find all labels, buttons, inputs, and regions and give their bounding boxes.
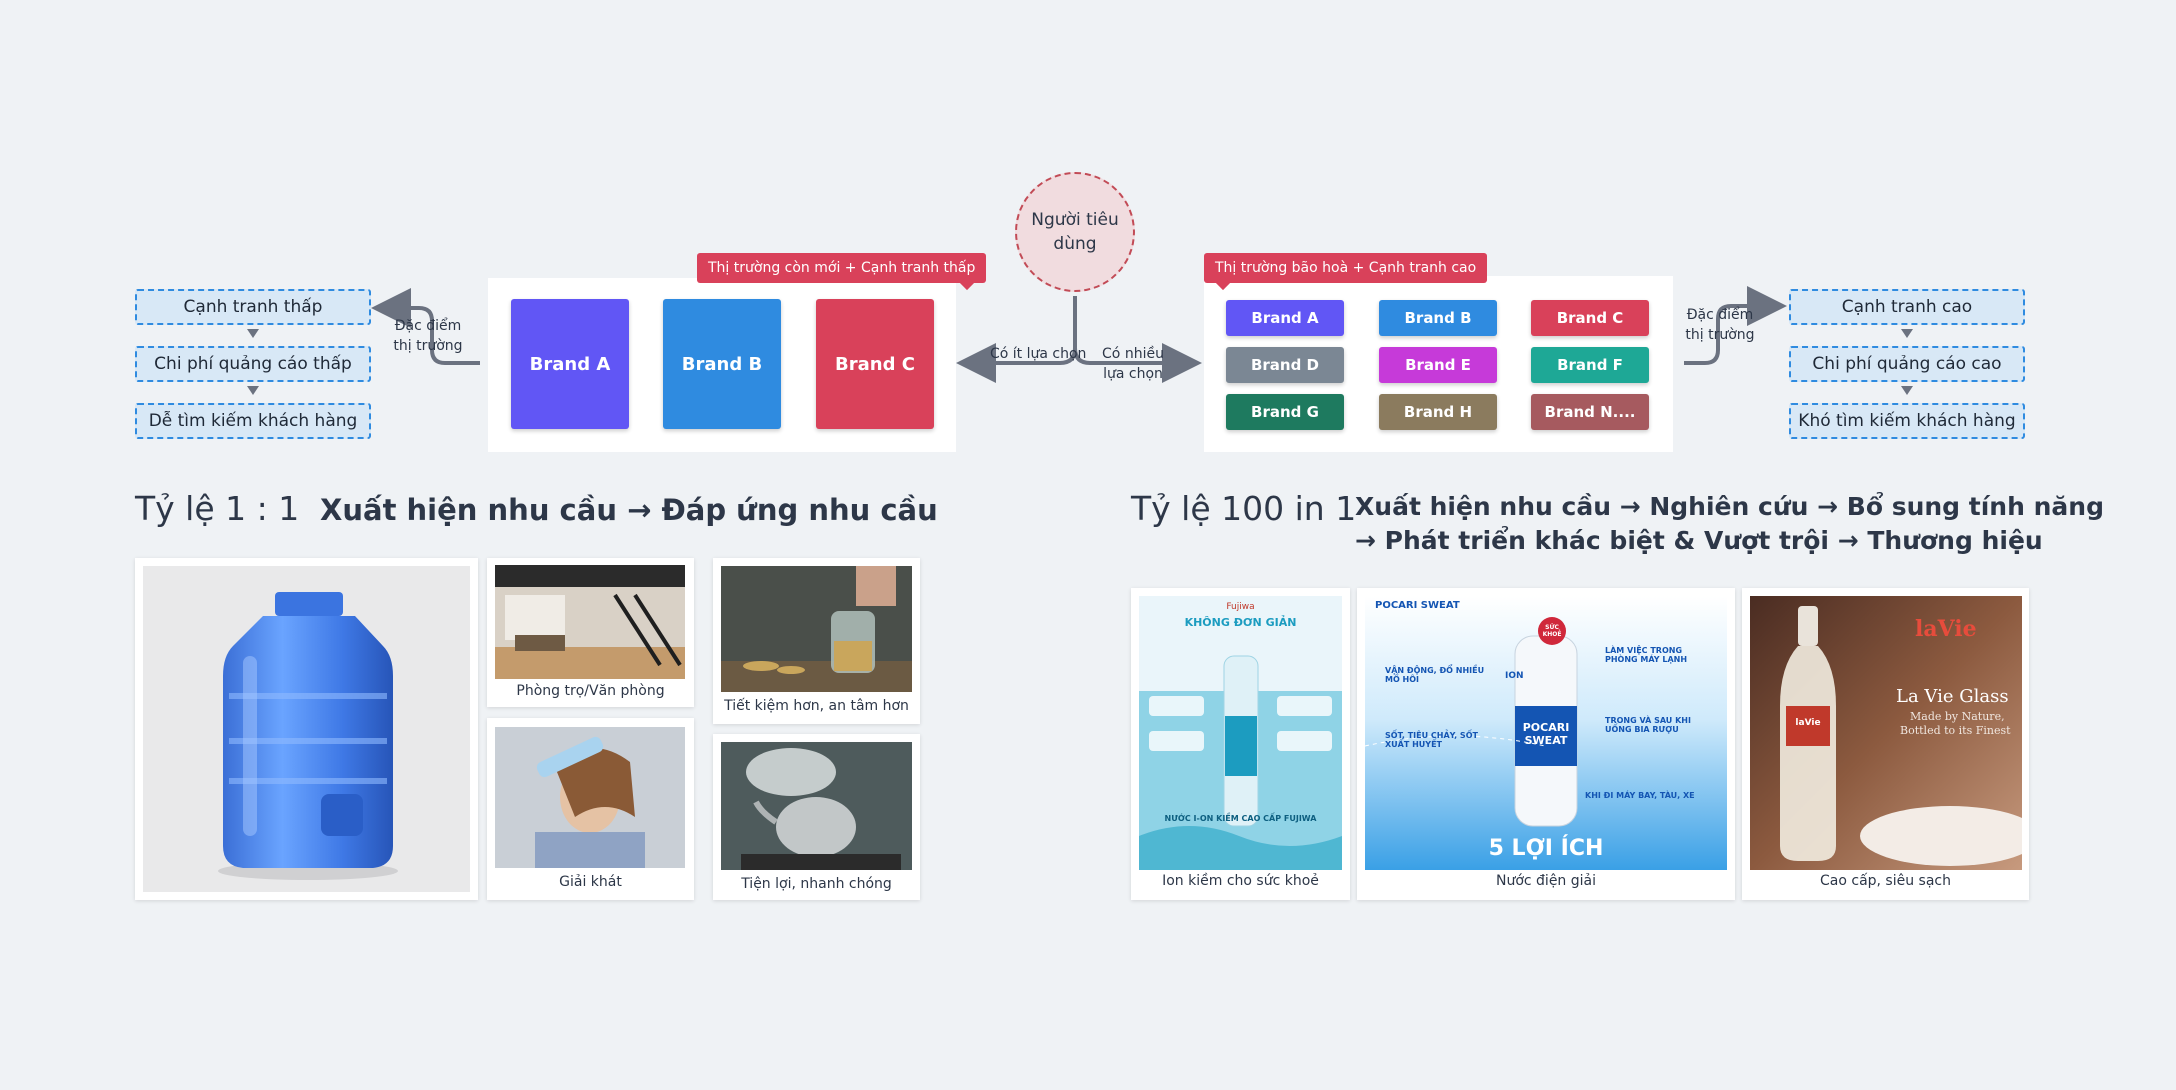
room-image xyxy=(495,565,685,679)
lavie-caption: Cao cấp, siêu sạch xyxy=(1820,873,1951,889)
right-trait-box: Chi phí quảng cáo cao xyxy=(1789,346,2025,382)
down-arrow-icon xyxy=(1901,386,1913,395)
pocari-card: POCARI SWEAT ION SỨC KHOẺ POCARI SWEAT V… xyxy=(1357,588,1735,900)
kettle-image xyxy=(721,742,912,870)
drink-image xyxy=(495,727,685,868)
right-brand-tile: Brand N.... xyxy=(1531,394,1649,430)
left-brand-tile: Brand A xyxy=(511,299,629,429)
right-brand-tile: Brand H xyxy=(1379,394,1497,430)
fujiwa-brand-text: Fujiwa xyxy=(1226,602,1255,612)
right-brand-tile: Brand D xyxy=(1226,347,1344,383)
pocari-benefit: VẬN ĐỘNG, ĐỔ NHIỀU MỒ HÔI xyxy=(1385,666,1485,684)
pocari-ion-badge: ION xyxy=(1505,671,1524,681)
water-jug-image xyxy=(143,566,470,892)
many-choices-label: Có nhiều lựa chọn xyxy=(1102,346,1164,382)
left-trait-box: Dễ tìm kiếm khách hàng xyxy=(135,403,371,439)
pocari-bottle-label: POCARI SWEAT xyxy=(1522,721,1570,747)
left-brand-tile: Brand C xyxy=(816,299,934,429)
consumer-circle: Người tiêu dùng xyxy=(1015,172,1135,292)
pocari-footer: 5 LỢI ÍCH xyxy=(1488,836,1604,861)
left-trait-box: Chi phí quảng cáo thấp xyxy=(135,346,371,382)
pocari-benefit: TRONG VÀ SAU KHI UỐNG BIA RƯỢU xyxy=(1605,716,1691,734)
fujiwa-footer: NƯỚC I-ON KIỀM CAO CẤP FUJIWA xyxy=(1164,814,1317,823)
saving-caption: Tiết kiệm hơn, an tâm hơn xyxy=(724,698,909,714)
lavie-tagline-1: Made by Nature, xyxy=(1910,710,2005,723)
pocari-caption: Nước điện giải xyxy=(1495,873,1597,889)
lavie-title: La Vie Glass xyxy=(1896,686,2009,707)
right-brand-tile: Brand E xyxy=(1379,347,1497,383)
right-ratio-heading: Tỷ lệ 100 in 1 xyxy=(1131,489,1357,528)
left-ratio-heading: Tỷ lệ 1 : 1 xyxy=(135,489,300,528)
fujiwa-headline: KHÔNG ĐƠN GIẢN xyxy=(1184,616,1297,629)
right-trait-box: Khó tìm kiếm khách hàng xyxy=(1789,403,2025,439)
room-card: Phòng trọ/Văn phòng xyxy=(487,558,694,707)
right-brand-tile: Brand A xyxy=(1226,300,1344,336)
drink-card: Giải khát xyxy=(487,718,694,900)
right-brand-tile: Brand F xyxy=(1531,347,1649,383)
down-arrow-icon xyxy=(247,329,259,338)
saving-image xyxy=(721,566,912,692)
left-market-tag: Thị trường còn mới + Cạnh tranh thấp xyxy=(697,253,987,283)
left-trait-box: Cạnh tranh thấp xyxy=(135,289,371,325)
room-caption: Phòng trọ/Văn phòng xyxy=(516,683,665,699)
kettle-caption: Tiện lợi, nhanh chóng xyxy=(741,876,892,892)
left-trait-label: Đặc điểm thị trường xyxy=(393,318,463,354)
consumer-label: Người tiêu dùng xyxy=(1031,210,1119,254)
pocari-benefit: LÀM VIỆC TRONG PHÒNG MÁY LẠNH xyxy=(1605,646,1688,664)
right-trait-label: Đặc điểm thị trường xyxy=(1685,307,1755,343)
left-brand-tile: Brand B xyxy=(663,299,781,429)
right-brand-tile: Brand B xyxy=(1379,300,1497,336)
kettle-card: Tiện lợi, nhanh chóng xyxy=(713,734,920,900)
right-flow-heading-line2: → Phát triển khác biệt & Vượt trội → Thư… xyxy=(1355,526,2043,555)
lavie-bottle-label: laVie xyxy=(1795,718,1821,728)
right-flow-heading-line1: Xuất hiện nhu cầu → Nghiên cứu → Bổ sung… xyxy=(1355,492,2104,521)
fujiwa-image: Fujiwa KHÔNG ĐƠN GIẢN NƯỚC I-ON KIỀM CAO… xyxy=(1139,596,1342,870)
down-arrow-icon xyxy=(247,386,259,395)
lavie-logo: laVie xyxy=(1915,616,1977,642)
pocari-benefit: KHI ĐI MÁY BAY, TÀU, XE xyxy=(1585,791,1695,800)
fujiwa-card: Fujiwa KHÔNG ĐƠN GIẢN NƯỚC I-ON KIỀM CAO… xyxy=(1131,588,1350,900)
down-arrow-icon xyxy=(1901,329,1913,338)
right-market-tag: Thị trường bão hoà + Cạnh tranh cao xyxy=(1204,253,1488,283)
left-flow-heading: Xuất hiện nhu cầu → Đáp ứng nhu cầu xyxy=(320,493,938,527)
right-trait-box: Cạnh tranh cao xyxy=(1789,289,2025,325)
pocari-benefit: SỐT, TIÊU CHẢY, SỐT XUẤT HUYẾT xyxy=(1385,731,1478,749)
pocari-heart-badge: SỨC KHOẺ xyxy=(1542,624,1562,638)
water-jug-card xyxy=(135,558,478,900)
lavie-tagline-2: Bottled to its Finest xyxy=(1900,724,2011,737)
lavie-image: laVie laVie La Vie Glass Made by Nature,… xyxy=(1750,596,2022,870)
few-choices-label: Có ít lựa chọn xyxy=(990,346,1087,362)
saving-card: Tiết kiệm hơn, an tâm hơn xyxy=(713,558,920,724)
lavie-card: laVie laVie La Vie Glass Made by Nature,… xyxy=(1742,588,2029,900)
right-brand-tile: Brand G xyxy=(1226,394,1344,430)
fujiwa-caption: Ion kiềm cho sức khoẻ xyxy=(1162,873,1319,889)
drink-caption: Giải khát xyxy=(559,874,622,890)
pocari-brand-text: POCARI SWEAT xyxy=(1375,600,1460,611)
pocari-image: POCARI SWEAT ION SỨC KHOẺ POCARI SWEAT V… xyxy=(1365,596,1727,870)
right-brand-tile: Brand C xyxy=(1531,300,1649,336)
